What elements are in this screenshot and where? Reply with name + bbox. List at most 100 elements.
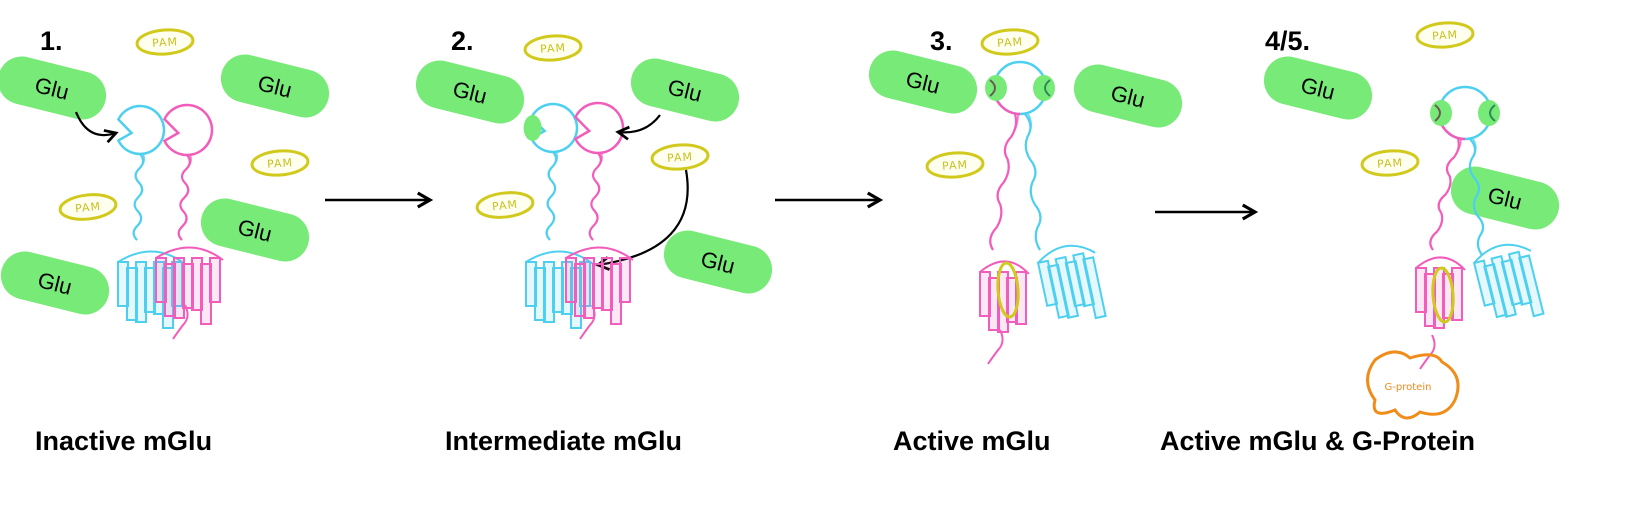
pam-molecule: PAM — [475, 191, 535, 219]
glu-molecule: Glu — [415, 60, 525, 124]
pam-molecule — [996, 261, 1020, 319]
glu-molecule: Glu — [0, 251, 110, 315]
c-terminal-tail — [987, 329, 1004, 365]
tm-helix — [619, 257, 631, 303]
glu-pill — [1263, 56, 1373, 120]
linker-stalk — [1429, 138, 1462, 251]
pam-molecule: PAM — [650, 143, 710, 171]
glu-molecule: Glu — [868, 50, 978, 114]
pam-molecule: PAM — [1415, 21, 1475, 49]
pam-ellipse — [523, 34, 583, 62]
g-protein-label: G-protein — [1385, 382, 1432, 393]
panel-title-1: Inactive mGlu — [35, 426, 212, 456]
glu-molecule: Glu — [663, 230, 773, 294]
transmembrane-domain — [979, 260, 1030, 333]
pam-molecule: PAM — [523, 34, 583, 62]
pam-molecule: PAM — [135, 28, 195, 56]
pam-label: PAM — [540, 41, 567, 56]
glu-pill — [200, 198, 310, 262]
glu-molecule: Glu — [1263, 56, 1373, 120]
pam-ellipse — [650, 143, 710, 171]
glu-pill — [220, 54, 330, 118]
tm-loop — [1473, 243, 1532, 264]
binding-arrow — [74, 111, 119, 144]
pam-molecule: PAM — [58, 193, 118, 221]
glu-pill — [663, 230, 773, 294]
tm-loop — [979, 260, 1030, 275]
pam-label: PAM — [152, 35, 179, 50]
tm-loop — [1415, 256, 1466, 271]
transmembrane-domain — [117, 250, 186, 329]
pam-ellipse — [925, 151, 985, 179]
pam-molecule: PAM — [980, 28, 1040, 56]
bound-glu — [523, 115, 542, 141]
vft-domain — [162, 103, 214, 157]
linker-stalk — [989, 113, 1019, 251]
vft-domain — [573, 101, 625, 155]
glu-pill — [1073, 64, 1183, 128]
transmembrane-domain — [565, 246, 634, 325]
glu-molecule: Glu — [200, 198, 310, 262]
pam-label: PAM — [1377, 156, 1404, 171]
glu-pill — [415, 60, 525, 124]
pam-label: PAM — [1432, 28, 1459, 43]
transmembrane-domain — [1036, 244, 1107, 320]
step-number-3: 3. — [930, 26, 953, 56]
binding-cleft — [1434, 104, 1441, 122]
tm-helix — [1518, 254, 1545, 318]
tm-loop — [1037, 244, 1096, 264]
tm-loop — [565, 246, 634, 261]
panel-title-2: Intermediate mGlu — [445, 426, 682, 456]
step-number-1: 1. — [40, 26, 63, 56]
glu-pill — [630, 58, 740, 122]
pam-label: PAM — [491, 198, 518, 214]
c-terminal-tail — [172, 304, 189, 340]
c-terminal-tail — [579, 304, 596, 340]
binding-cleft — [989, 79, 996, 97]
pam-ellipse — [996, 261, 1020, 319]
glu-molecule: Glu — [630, 58, 740, 122]
transmembrane-domain — [1472, 243, 1545, 319]
linker-stalk — [588, 152, 603, 241]
g-protein: G-protein — [1366, 350, 1460, 420]
linker-stalk — [177, 154, 192, 241]
pam-label: PAM — [997, 35, 1024, 50]
binding-cleft — [1044, 79, 1051, 97]
tm-loop — [155, 246, 224, 261]
pam-ellipse — [58, 193, 118, 221]
pam-molecule — [1431, 266, 1455, 324]
pam-ellipse — [1360, 149, 1420, 177]
binding-arrow — [615, 114, 661, 141]
vft-domain — [529, 102, 579, 154]
panel-title-4: Active mGlu & G-Protein — [1160, 426, 1475, 456]
pam-ellipse — [250, 149, 310, 177]
glu-molecule: Glu — [1450, 166, 1560, 230]
pam-molecule: PAM — [1360, 149, 1420, 177]
g-protein-outline — [1366, 350, 1460, 420]
pam-ellipse — [475, 191, 535, 219]
tm-loop — [525, 250, 594, 265]
binding-cleft — [1489, 104, 1496, 122]
pam-ellipse — [135, 28, 195, 56]
glu-molecule: Glu — [1073, 64, 1183, 128]
glu-molecule: Glu — [220, 54, 330, 118]
tm-helix — [1082, 256, 1107, 320]
pam-label: PAM — [74, 200, 101, 216]
glu-pill — [0, 251, 110, 315]
pam-label: PAM — [667, 150, 694, 165]
step-number-2: 2. — [451, 26, 474, 56]
vft-domain — [116, 104, 166, 156]
pam-label: PAM — [267, 156, 294, 171]
glu-molecule: Glu — [0, 56, 107, 120]
linker-stalk — [545, 151, 559, 241]
linker-stalk — [1469, 138, 1484, 256]
transmembrane-domain — [155, 246, 224, 325]
glu-pill — [868, 50, 978, 114]
pam-ellipse — [1431, 266, 1455, 324]
pam-molecule: PAM — [925, 151, 985, 179]
pam-molecule: PAM — [250, 149, 310, 177]
panel-title-3: Active mGlu — [893, 426, 1051, 456]
tm-helix — [209, 257, 221, 303]
pam-label: PAM — [942, 158, 969, 173]
c-terminal-tail — [1419, 334, 1436, 370]
